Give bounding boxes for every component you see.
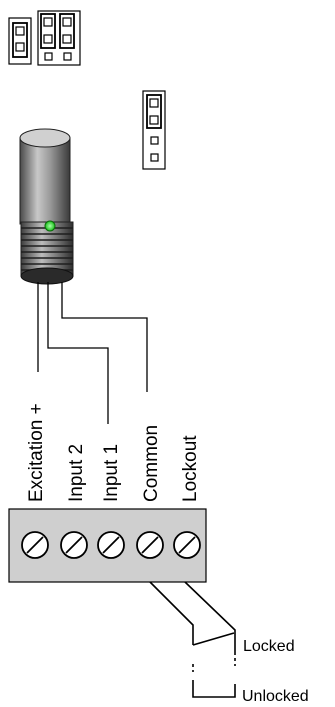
jumper-pin bbox=[63, 52, 72, 61]
sensor-thread bbox=[20, 221, 74, 285]
sensor-wires bbox=[37, 282, 148, 424]
terminal-screw bbox=[60, 531, 88, 559]
jumper-pin bbox=[15, 42, 25, 52]
terminal-labels: Excitation + Input 2 Input 1 Common Lock… bbox=[26, 403, 201, 502]
terminal-screw bbox=[97, 531, 125, 559]
terminal-label-excitation: Excitation + bbox=[26, 403, 47, 502]
terminal-label-lockout: Lockout bbox=[180, 435, 201, 502]
switch-contact-unlocked bbox=[192, 680, 236, 698]
jumper-block-left bbox=[8, 17, 32, 65]
lockout-switch bbox=[149, 581, 236, 698]
jumper-pin bbox=[15, 26, 25, 36]
terminal-label-input-2: Input 2 bbox=[66, 444, 87, 502]
wire-input1 bbox=[47, 282, 109, 424]
jumper-pin bbox=[149, 115, 159, 125]
jumper-pin bbox=[149, 98, 159, 108]
status-led-icon bbox=[44, 220, 56, 232]
terminal-screw bbox=[173, 531, 201, 559]
switch-wire-left bbox=[149, 581, 194, 645]
terminal-screw bbox=[136, 531, 164, 559]
proximity-sensor bbox=[19, 128, 74, 285]
jumper-block-right bbox=[59, 13, 75, 61]
jumper-pin bbox=[43, 17, 53, 27]
switch-label-locked: Locked bbox=[243, 638, 295, 655]
terminal-label-common: Common bbox=[141, 425, 162, 502]
jumper-pin bbox=[62, 17, 72, 27]
jumper-pin bbox=[150, 153, 159, 162]
switch-wire-right bbox=[184, 581, 236, 655]
switch-contact-locked bbox=[192, 632, 235, 646]
jumper-pin bbox=[44, 52, 53, 61]
terminal-label-input-1: Input 1 bbox=[101, 444, 122, 502]
switch-label-unlocked: Unlocked bbox=[242, 688, 309, 705]
wire-common bbox=[61, 282, 148, 392]
terminal-block bbox=[8, 508, 207, 583]
jumper-pin bbox=[43, 34, 53, 44]
jumper-block-vertical bbox=[142, 90, 166, 170]
jumper-pin bbox=[62, 34, 72, 44]
jumper-pin bbox=[150, 136, 159, 145]
terminal-screw bbox=[21, 531, 49, 559]
